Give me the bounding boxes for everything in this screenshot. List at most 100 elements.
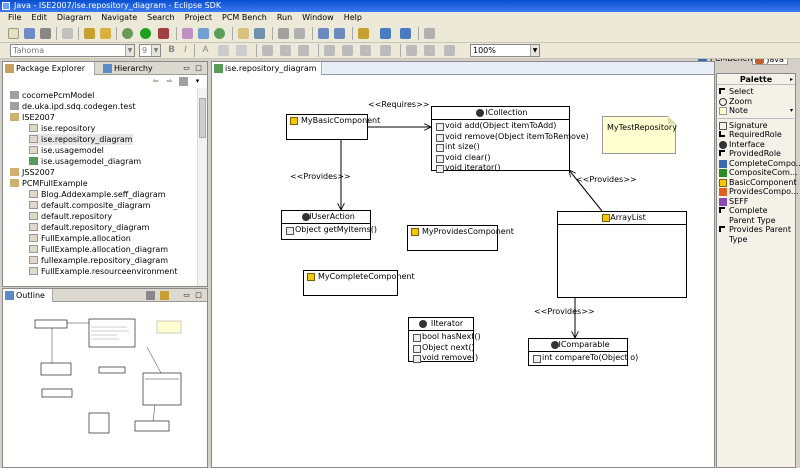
minimize-icon[interactable]: ▭ xyxy=(183,64,190,72)
package-explorer-scrollbar[interactable] xyxy=(197,88,207,286)
component-myprovidescomponent[interactable]: MyProvidesComponent xyxy=(407,225,514,251)
tree-item[interactable]: Blog.Addexample.seff_diagram xyxy=(29,189,166,200)
minimize-icon[interactable]: ▭ xyxy=(183,291,190,299)
tree-item[interactable]: fullexample.repository_diagram xyxy=(29,255,168,266)
tab-outline[interactable]: Outline xyxy=(3,289,53,302)
view-menu-icon[interactable]: ▾ xyxy=(195,77,200,85)
menu-diagram[interactable]: Diagram xyxy=(56,13,92,22)
component-arraylist[interactable]: ArrayList xyxy=(557,211,687,298)
menu-file[interactable]: File xyxy=(8,13,22,22)
tree-item[interactable]: FullExample.allocation_diagram xyxy=(29,244,168,255)
tree-item[interactable]: default.composite_diagram xyxy=(29,200,150,211)
tree-item[interactable]: FullExample.allocation xyxy=(29,233,131,244)
new-java-project-icon[interactable] xyxy=(214,28,225,39)
last-edit-icon[interactable] xyxy=(358,28,369,39)
overview-mode-icon[interactable] xyxy=(160,291,169,300)
skip-icon[interactable] xyxy=(62,28,73,39)
block-selection-icon[interactable] xyxy=(294,28,305,39)
print-icon[interactable] xyxy=(40,28,51,39)
menu-pcm-bench[interactable]: PCM Bench xyxy=(222,13,267,22)
palette-item-interface[interactable]: Interface xyxy=(717,140,795,150)
back-arrow-icon[interactable]: ⇦ xyxy=(152,77,159,85)
select-all-icon[interactable] xyxy=(298,45,309,56)
forward-arrow-icon[interactable]: ⇨ xyxy=(166,77,173,85)
tree-item[interactable]: default.repository xyxy=(29,211,112,222)
italic-icon[interactable]: I xyxy=(184,45,187,55)
menu-navigate[interactable]: Navigate xyxy=(101,13,138,22)
align-icon[interactable] xyxy=(342,45,353,56)
external-tools-icon[interactable] xyxy=(158,28,169,39)
interface-icomparable[interactable]: IComparable int compareTo(Object o) xyxy=(528,338,638,366)
debug-icon[interactable] xyxy=(84,28,95,39)
collapse-all-icon[interactable] xyxy=(179,77,188,86)
connector-icon[interactable] xyxy=(380,45,391,56)
new-icon[interactable] xyxy=(8,28,19,39)
tree-item-selected[interactable]: ise.repository_diagram xyxy=(29,134,133,145)
tree-item[interactable]: JSS2007 xyxy=(10,167,55,178)
palette-item-provides-parent-type[interactable]: Provides Parent Type xyxy=(717,225,795,244)
save-icon[interactable] xyxy=(24,28,35,39)
diagram-canvas[interactable]: <<Requires>> <<Provides>> <<Provides>> <… xyxy=(212,76,714,467)
pin-icon[interactable] xyxy=(424,28,435,39)
run-icon[interactable] xyxy=(140,28,151,39)
outline-diagram-thumbnail[interactable] xyxy=(7,307,203,449)
palette-item-requiredrole[interactable]: RequiredRole xyxy=(717,130,795,140)
tree-item[interactable]: PCMFullExample xyxy=(10,178,88,189)
menu-search[interactable]: Search xyxy=(147,13,175,22)
filter-icon[interactable] xyxy=(424,45,435,56)
fill-color-icon[interactable] xyxy=(218,45,229,56)
size-icon[interactable] xyxy=(406,45,417,56)
tree-item[interactable]: ise.usagemodel_diagram xyxy=(29,156,141,167)
build-icon[interactable] xyxy=(100,28,111,39)
menu-window[interactable]: Window xyxy=(302,13,334,22)
menu-project[interactable]: Project xyxy=(184,13,212,22)
tree-item[interactable]: default.repository_diagram xyxy=(29,222,149,233)
arrow-type-icon[interactable] xyxy=(280,45,291,56)
note-mytestrepository[interactable]: MyTestRepository xyxy=(602,116,677,154)
search-icon[interactable] xyxy=(254,28,265,39)
component-mybasiccomponent[interactable]: MyBasicComponent xyxy=(286,114,380,140)
menu-help[interactable]: Help xyxy=(343,13,362,22)
tab-package-explorer[interactable]: Package Explorer xyxy=(3,62,95,75)
menu-run[interactable]: Run xyxy=(276,13,293,22)
tree-item[interactable]: FullExample.resourceenvironment xyxy=(29,266,177,277)
palette-collapse-icon[interactable]: ▸ xyxy=(789,76,793,83)
palette-item-providescomponent[interactable]: ProvidesCompo... xyxy=(717,187,799,197)
back-icon[interactable] xyxy=(380,28,391,39)
tree-item[interactable]: cocomePcmModel xyxy=(10,90,94,101)
forward-icon[interactable] xyxy=(400,28,411,39)
menu-edit[interactable]: Edit xyxy=(31,13,47,22)
palette-tool-select[interactable]: Select xyxy=(717,87,795,97)
previous-annotation-icon[interactable] xyxy=(334,28,345,39)
tree-item[interactable]: de.uka.ipd.sdq.codegen.test xyxy=(10,101,136,112)
arrange-icon[interactable] xyxy=(324,45,335,56)
tree-item[interactable]: ise.repository xyxy=(29,123,95,134)
palette-tool-note[interactable]: Note▾ xyxy=(717,106,795,116)
tree-item[interactable]: ise.usagemodel xyxy=(29,145,104,156)
new-class-icon[interactable] xyxy=(198,28,209,39)
font-family-select[interactable]: Tahoma ▼ xyxy=(10,44,135,57)
tree-item[interactable]: ISE2007 xyxy=(10,112,55,123)
palette-tool-zoom[interactable]: Zoom xyxy=(717,97,795,107)
font-color-icon[interactable]: A xyxy=(202,45,209,55)
palette-item-completecomponent[interactable]: CompleteCompo... xyxy=(717,159,800,169)
auto-size-icon[interactable] xyxy=(360,45,371,56)
maximize-icon[interactable]: □ xyxy=(195,64,202,72)
font-size-select[interactable]: 9 ▼ xyxy=(139,44,161,57)
tab-ise-repository-diagram[interactable]: ise.repository_diagram ✕ xyxy=(212,62,322,86)
interface-icollection[interactable]: ICollection void add(Object itemToAdd) v… xyxy=(431,106,589,173)
palette-item-compositecomponent[interactable]: CompositeCom... xyxy=(717,168,798,178)
bold-icon[interactable]: B xyxy=(168,45,175,55)
scrollbar-thumb[interactable] xyxy=(199,98,206,138)
palette-item-complete-parent-type[interactable]: Complete Parent Type xyxy=(717,206,795,225)
chevron-down-icon[interactable]: ▾ xyxy=(789,107,793,114)
open-type-icon[interactable] xyxy=(238,28,249,39)
next-annotation-icon[interactable] xyxy=(318,28,329,39)
interface-iuseraction[interactable]: IUserAction Object getMyItems() xyxy=(281,210,377,240)
palette-item-providedrole[interactable]: ProvidedRole xyxy=(717,149,795,159)
toggle-mark-icon[interactable] xyxy=(278,28,289,39)
tab-hierarchy[interactable]: Hierarchy xyxy=(101,62,161,75)
group-icon[interactable] xyxy=(444,45,455,56)
line-color-icon[interactable] xyxy=(236,45,247,56)
interface-iiterator[interactable]: IIterator bool hasNext() Object next() v… xyxy=(408,317,481,363)
